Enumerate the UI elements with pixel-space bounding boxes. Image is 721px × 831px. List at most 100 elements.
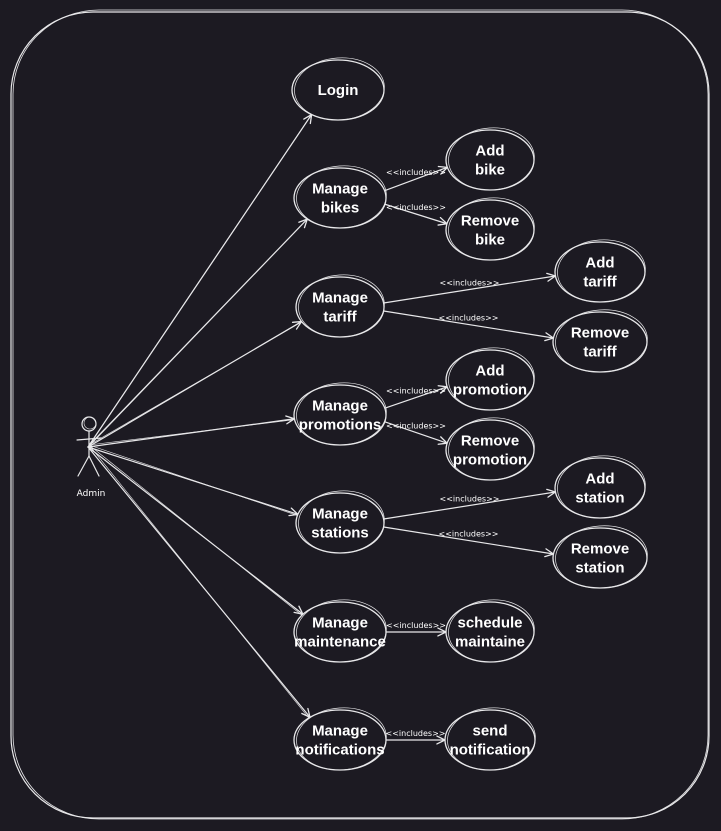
association-manage_tariff	[87, 320, 303, 448]
use-case-label: Manage	[312, 506, 368, 523]
include-arrowhead	[545, 332, 555, 339]
include-line	[383, 526, 555, 555]
include-manage_notifications-send_notification: <<includes>>	[385, 729, 446, 745]
association-arrowhead	[298, 218, 308, 223]
use-case-label: notification	[450, 742, 531, 759]
use-case-label: promotion	[453, 452, 527, 469]
use-case-label: promotions	[299, 417, 382, 434]
include-line	[383, 491, 557, 520]
use-case-ellipse-sketch	[448, 347, 535, 411]
association-manage_stations	[87, 444, 299, 517]
use-case-send-notification[interactable]: send notification	[444, 705, 537, 773]
association-arrowhead	[290, 507, 299, 515]
includes-label: <<includes>>	[386, 422, 446, 431]
include-manage_bikes-add_bike: <<includes>>	[383, 165, 448, 192]
use-case-label: Manage	[312, 398, 368, 415]
use-case-label: send	[472, 723, 507, 740]
association-arrowhead	[309, 113, 313, 125]
use-case-label: station	[575, 490, 624, 507]
actor-name: Admin	[77, 489, 106, 499]
association-manage_bikes	[87, 218, 308, 448]
include-arrowhead	[437, 631, 447, 637]
use-case-ellipse-sketch	[448, 599, 535, 663]
association-line	[87, 418, 295, 448]
use-case-label: Add	[585, 255, 614, 272]
includes-label: <<includes>>	[386, 168, 446, 177]
association-manage_promotions	[87, 415, 296, 448]
include-arrowhead	[547, 491, 557, 498]
association-line-sketch	[88, 322, 301, 446]
include-arrowhead	[437, 223, 448, 226]
use-case-manage-notifications[interactable]: Manage notifications	[293, 705, 388, 773]
use-case-label: maintenance	[294, 634, 386, 651]
use-case-label: Remove	[461, 213, 519, 230]
includes-label: <<includes>>	[386, 203, 446, 212]
include-arrowhead	[546, 272, 557, 277]
use-case-ellipse-sketch	[296, 599, 387, 663]
includes-label: <<includes>>	[439, 530, 499, 539]
include-manage_bikes-remove_bike: <<includes>>	[384, 203, 448, 226]
use-case-label: maintaine	[455, 634, 525, 651]
include-arrowhead	[436, 739, 446, 745]
system-boundary	[10, 9, 710, 820]
use-case-login[interactable]: Login	[291, 55, 386, 123]
includes-label: <<includes>>	[386, 387, 446, 396]
include-manage_maintenance-schedule_maintaine: <<includes>>	[385, 621, 447, 637]
use-case-label: schedule	[457, 615, 522, 632]
association-arrowhead	[295, 320, 303, 330]
association-line-sketch	[88, 419, 294, 446]
use-case-label: tariff	[583, 344, 617, 361]
include-arrowhead	[440, 386, 448, 394]
use-case-schedule-maintaine[interactable]: schedule maintaine	[445, 597, 536, 665]
include-manage_stations-add_station: <<includes>>	[383, 488, 557, 520]
includes-label: <<includes>>	[386, 729, 446, 738]
use-case-label: bike	[475, 162, 505, 179]
includes-label: <<includes>>	[386, 621, 446, 630]
include-manage_promotions-remove_promotion: <<includes>>	[384, 421, 448, 445]
include-manage_stations-remove_station: <<includes>>	[383, 526, 555, 558]
use-case-label: Manage	[312, 181, 368, 198]
actor-left-leg	[77, 455, 90, 477]
include-manage_tariff-remove_tariff: <<includes>>	[383, 310, 555, 342]
actor-admin[interactable]: Admin	[76, 416, 106, 499]
actor-head-sketch	[83, 416, 97, 430]
association-login	[87, 113, 313, 448]
use-case-ellipse-sketch	[296, 382, 387, 446]
association-arrowhead	[301, 712, 311, 718]
include-arrowhead	[439, 216, 448, 225]
use-case-ellipse-sketch	[555, 525, 648, 589]
use-case-ellipse-sketch	[296, 707, 387, 771]
association-arrowhead	[298, 605, 304, 615]
use-case-manage-promotions[interactable]: Manage promotions	[293, 380, 388, 448]
use-case-ellipse-sketch	[447, 707, 536, 771]
use-case-ellipse-sketch	[448, 127, 535, 191]
use-case-label: bikes	[321, 200, 359, 217]
association-arrowhead	[286, 418, 296, 425]
association-manage_maintenance	[87, 444, 304, 616]
association-line	[87, 446, 311, 718]
use-case-manage-bikes[interactable]: Manage bikes	[293, 163, 388, 231]
use-case-label: bike	[475, 232, 505, 249]
use-case-label: Login	[318, 82, 359, 99]
use-case-label: notifications	[295, 742, 384, 759]
use-case-ellipse-sketch	[557, 455, 646, 519]
use-case-ellipse-sketch	[298, 274, 385, 338]
use-case-label: Manage	[312, 723, 368, 740]
use-case-remove-bike[interactable]: Remove bike	[445, 195, 536, 263]
actor-arms	[76, 437, 102, 441]
use-case-label: Manage	[312, 290, 368, 307]
include-line	[384, 421, 448, 444]
include-line	[383, 275, 557, 304]
include-arrowhead	[547, 275, 557, 282]
include-line	[383, 166, 448, 192]
